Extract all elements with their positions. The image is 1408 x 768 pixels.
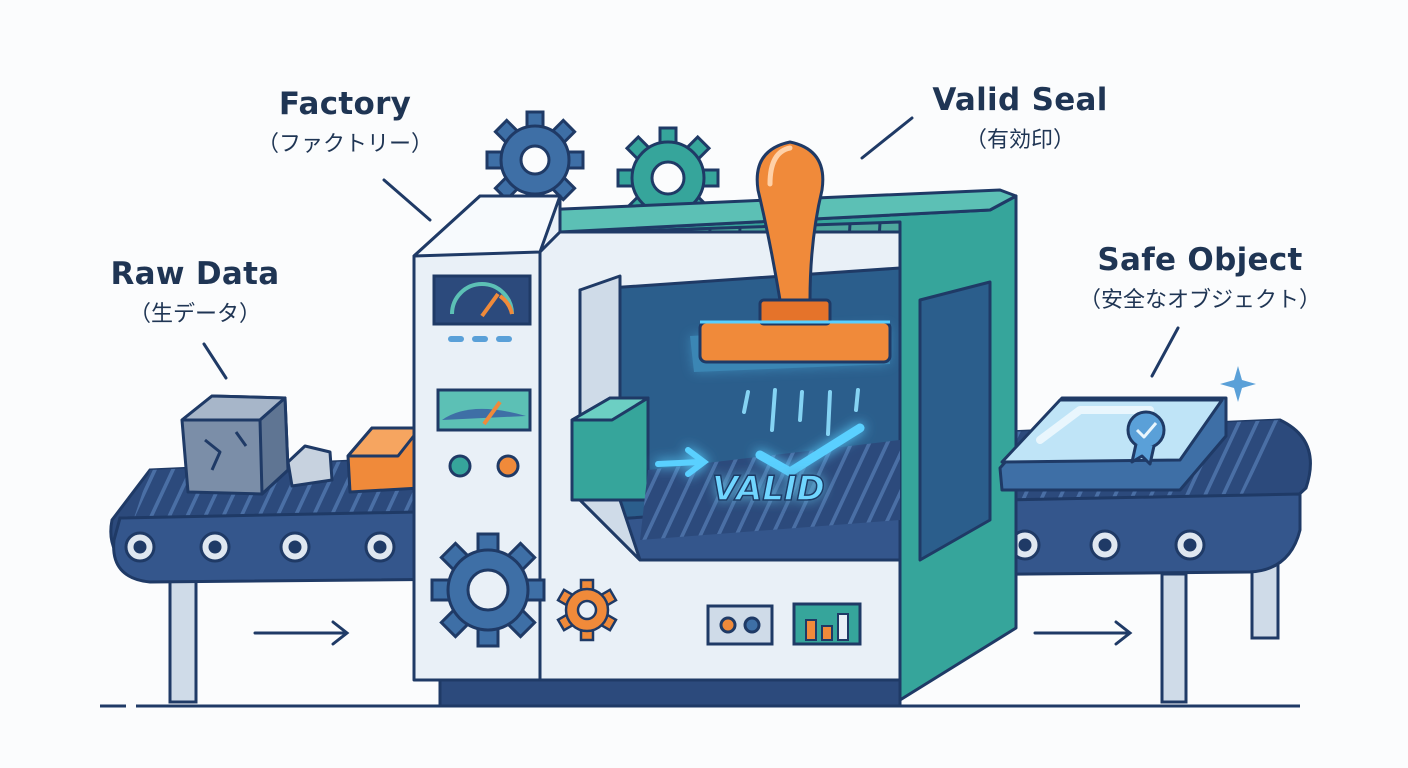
label-safe-object-en: Safe Object: [1097, 242, 1303, 278]
orange-box: [346, 426, 422, 494]
gauge-display: [436, 388, 532, 432]
label-pointers: [202, 116, 1180, 380]
glow-rays: [742, 388, 860, 436]
arrow-right-icon: [1033, 620, 1133, 646]
gear-icon: [616, 126, 720, 222]
arrow-right-icon: [253, 620, 350, 646]
gauge-display: [432, 274, 532, 326]
gear-icon: [556, 578, 618, 642]
valid-seal-stamp: [690, 140, 892, 372]
label-factory: Factory （ファクトリー）: [220, 86, 470, 158]
valid-stamp-mark: [655, 423, 865, 477]
valid-stamp-text: VALID: [712, 469, 825, 509]
label-raw-data: Raw Data （生データ）: [80, 256, 310, 328]
label-valid-seal: Valid Seal （有効印）: [900, 82, 1140, 154]
gear-icon: [485, 110, 585, 210]
label-raw-data-en: Raw Data: [110, 256, 280, 292]
control-knobs: [706, 604, 774, 646]
label-valid-seal-ja: （有効印）: [964, 128, 1075, 153]
label-safe-object: Safe Object （安全なオブジェクト）: [1040, 242, 1360, 314]
gear-icon: [430, 532, 546, 648]
interior-belt: [640, 440, 900, 540]
label-raw-data-ja: （生データ）: [128, 302, 261, 327]
label-factory-en: Factory: [278, 86, 412, 122]
status-light: [496, 454, 520, 478]
bar-meter: [792, 602, 862, 646]
safe-object: [998, 396, 1228, 492]
raw-data-block: [180, 394, 290, 496]
status-light: [448, 454, 472, 478]
indicator-lights: [448, 336, 512, 342]
label-safe-object-ja: （安全なオブジェクト）: [1078, 288, 1321, 313]
sparkle-icon: [1220, 366, 1256, 402]
label-factory-ja: （ファクトリー）: [256, 132, 433, 157]
label-valid-seal-en: Valid Seal: [932, 82, 1108, 118]
raw-data-fragment: [286, 444, 334, 488]
